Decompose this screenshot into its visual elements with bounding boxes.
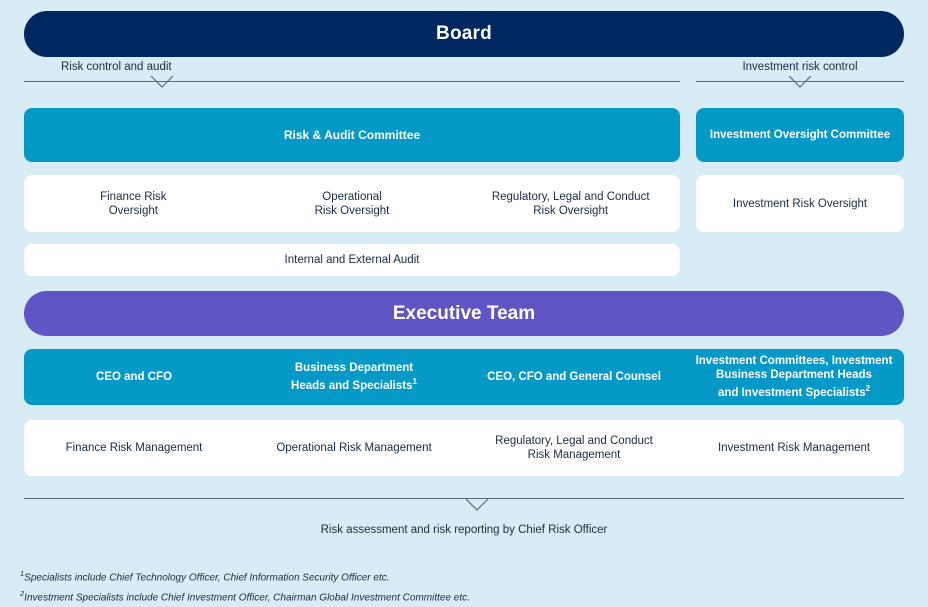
executive-function-cell-3: Regulatory, Legal and Conduct Risk Manag…: [464, 434, 684, 462]
executive-function-cell-4: Investment Risk Management: [684, 441, 904, 455]
connector-right-label: Investment risk control: [742, 61, 858, 73]
connector-investment-risk-control: Investment risk control: [696, 60, 904, 94]
footnote-marker-2: 2: [865, 384, 871, 394]
board-bar: Board: [24, 11, 904, 57]
executive-role-4-line3: and Investment Specialists2: [717, 384, 871, 399]
oversight-regulatory-line2: Risk Oversight: [533, 204, 609, 217]
investment-oversight-committee-card[interactable]: Investment Oversight Committee: [696, 108, 904, 162]
footnote-1-text: Specialists include Chief Technology Off…: [24, 572, 390, 584]
executive-function-1-line1: Finance Risk Management: [65, 442, 203, 454]
executive-role-cell-1: CEO and CFO: [24, 370, 244, 384]
executive-role-4-line1: Investment Committees, Investment: [695, 355, 893, 368]
executive-function-2-line1: Operational Risk Management: [276, 442, 432, 454]
investment-risk-oversight-label: Investment Risk Oversight: [732, 197, 868, 210]
bottom-connector: [24, 494, 904, 511]
executive-roles-card: CEO and CFO Business Department Heads an…: [24, 349, 904, 405]
connector-right-line: [696, 81, 904, 82]
footnote-1: 1Specialists include Chief Technology Of…: [20, 566, 910, 586]
oversight-cell-finance: Finance Risk Oversight: [24, 190, 243, 218]
executive-role-cell-3: CEO, CFO and General Counsel: [464, 370, 684, 384]
footnote-marker-1: 1: [412, 377, 417, 387]
chevron-down-icon: [150, 75, 174, 93]
footnotes: 1Specialists include Chief Technology Of…: [20, 566, 910, 607]
oversight-cell-regulatory: Regulatory, Legal and Conduct Risk Overs…: [461, 190, 680, 218]
executive-function-3-line1: Regulatory, Legal and Conduct: [495, 435, 653, 447]
board-title: Board: [436, 23, 492, 44]
footnote-2: 2Investment Specialists include Chief In…: [20, 586, 910, 606]
chevron-down-icon: [465, 498, 489, 516]
footnote-2-text: Investment Specialists include Chief Inv…: [24, 592, 470, 604]
executive-role-cell-4: Investment Committees, Investment Busine…: [684, 354, 904, 400]
oversight-cell-operational: Operational Risk Oversight: [243, 190, 462, 218]
investment-oversight-committee-label: Investment Oversight Committee: [709, 129, 891, 141]
risk-and-audit-committee-card[interactable]: Risk & Audit Committee: [24, 108, 680, 162]
risk-reporting-caption: Risk assessment and risk reporting by Ch…: [320, 524, 608, 536]
investment-risk-oversight-card: Investment Risk Oversight: [696, 175, 904, 232]
executive-function-4-line1: Investment Risk Management: [717, 442, 871, 454]
executive-role-cell-2: Business Department Heads and Specialist…: [244, 361, 464, 393]
connector-left-line: [24, 81, 680, 82]
oversight-finance-line1: Finance Risk: [100, 190, 167, 203]
footnote-2-marker: 2: [20, 589, 25, 599]
chevron-down-icon: [788, 75, 812, 93]
oversight-operational-line1: Operational: [322, 190, 382, 203]
risk-and-audit-committee-label: Risk & Audit Committee: [283, 128, 421, 142]
executive-role-2-line2: Heads and Specialists1: [291, 377, 417, 392]
executive-role-3-line1: CEO, CFO and General Counsel: [487, 371, 661, 383]
oversight-finance-line2: Oversight: [108, 204, 158, 217]
executive-function-3-line2: Risk Management: [527, 449, 621, 461]
executive-role-1-line1: CEO and CFO: [95, 371, 173, 383]
executive-team-title: Executive Team: [392, 302, 536, 324]
executive-function-cell-1: Finance Risk Management: [24, 441, 244, 455]
executive-role-2-line1: Business Department: [294, 362, 414, 375]
oversight-regulatory-line1: Regulatory, Legal and Conduct: [491, 190, 650, 203]
executive-team-bar: Executive Team: [24, 291, 904, 336]
bottom-connector-line: [24, 498, 904, 499]
connector-risk-control-and-audit: Risk control and audit: [24, 60, 680, 94]
connector-left-label: Risk control and audit: [61, 61, 172, 73]
executive-function-cell-2: Operational Risk Management: [244, 441, 464, 455]
internal-external-audit-card: Internal and External Audit: [24, 244, 680, 276]
executive-functions-card: Finance Risk Management Operational Risk…: [24, 420, 904, 476]
footnote-1-marker: 1: [20, 569, 25, 578]
oversight-functions-card: Finance Risk Oversight Operational Risk …: [24, 175, 680, 232]
internal-external-audit-label: Internal and External Audit: [284, 254, 420, 266]
executive-role-4-line2: Business Department Heads: [716, 369, 872, 382]
oversight-operational-line2: Risk Oversight: [314, 204, 390, 217]
